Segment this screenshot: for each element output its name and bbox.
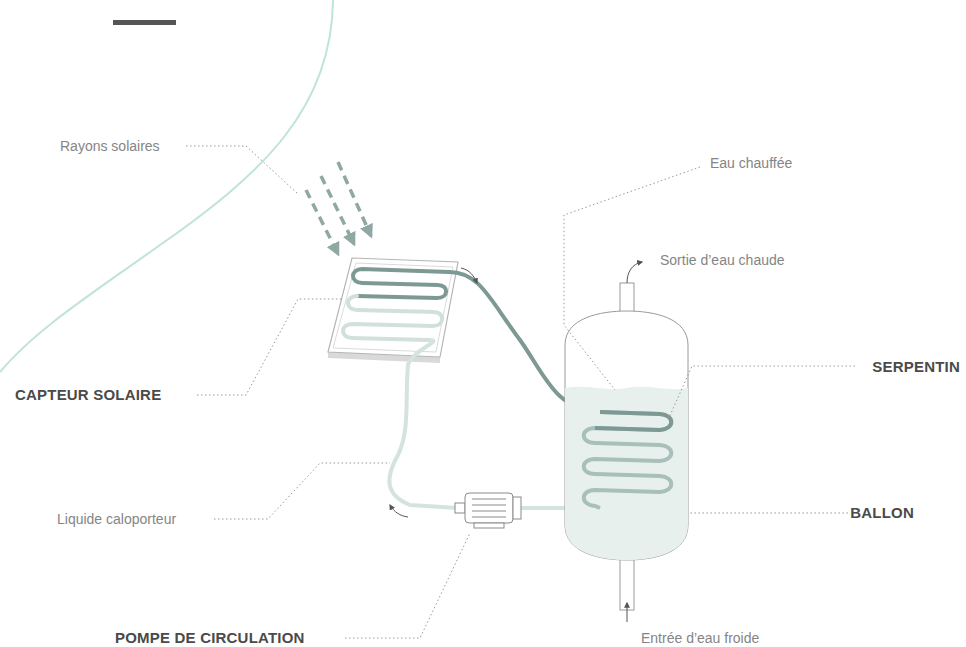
sun-rays (306, 162, 371, 254)
callout-label: Entrée d’eau froide (639, 629, 761, 647)
circulation-pump (455, 493, 521, 528)
flow-arrow (390, 505, 408, 517)
solar-collector (328, 258, 458, 363)
part-name: BALLON (848, 504, 916, 522)
part-name: POMPE DE CIRCULATION (113, 629, 307, 647)
decor-curve (0, 0, 333, 372)
storage-tank (565, 283, 688, 610)
inlet-arrow (627, 603, 628, 622)
part-name: SERPENTIN (870, 358, 962, 376)
outlet-arrow (627, 262, 642, 283)
flow-arrow (461, 268, 477, 283)
leader-lines (186, 146, 860, 638)
callout-label: Eau chauffée (708, 154, 794, 172)
header-bar (113, 20, 176, 25)
callout-label: Liquide caloporteur (55, 510, 178, 528)
return-pipe (389, 340, 458, 508)
part-name: CAPTEUR SOLAIRE (13, 386, 163, 404)
callout-label: Sortie d’eau chaude (658, 251, 787, 269)
callout-label: Rayons solaires (58, 137, 162, 155)
